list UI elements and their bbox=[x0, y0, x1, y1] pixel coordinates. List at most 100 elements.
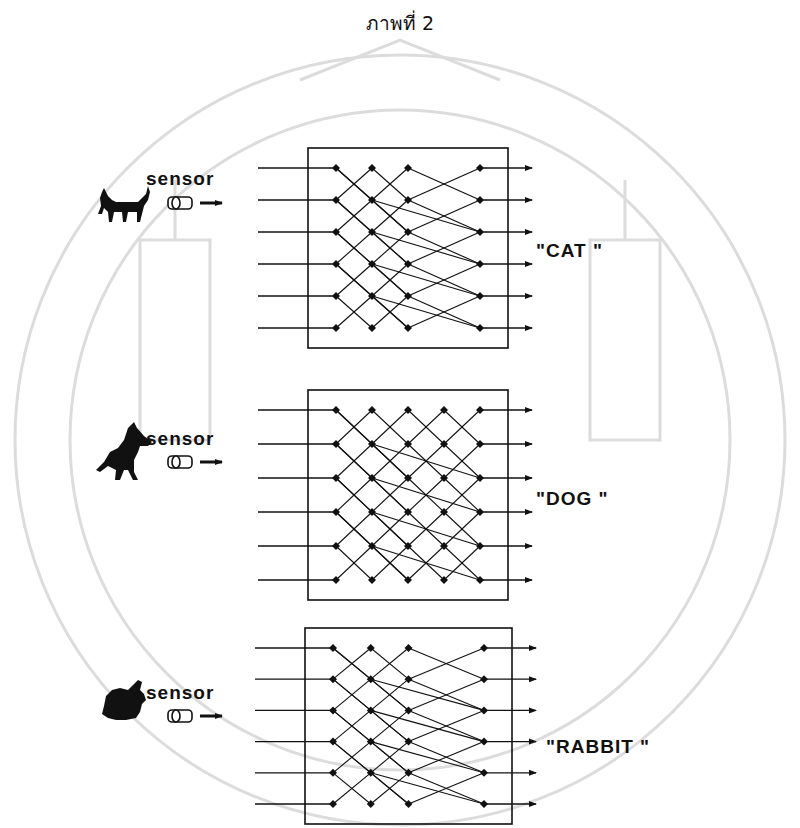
neuron-dot bbox=[405, 675, 413, 683]
network-stroke bbox=[371, 679, 484, 710]
output-arrow bbox=[480, 409, 532, 410]
network-stroke bbox=[258, 231, 336, 232]
dog-silhouette bbox=[96, 422, 152, 480]
sensor-icon bbox=[168, 456, 192, 468]
network-stroke bbox=[408, 168, 480, 200]
neuron-dot bbox=[329, 644, 337, 652]
neuron-dot bbox=[404, 292, 412, 300]
network-stroke bbox=[371, 648, 409, 679]
neuron-dot bbox=[440, 440, 448, 448]
network-stroke bbox=[372, 296, 480, 328]
output-label: "RABBIT " bbox=[546, 736, 650, 758]
output-label: "CAT " bbox=[536, 240, 603, 262]
neuron-dot bbox=[440, 406, 448, 414]
network-stroke bbox=[255, 803, 333, 804]
output-arrow bbox=[480, 295, 532, 296]
sensor-label: sensor bbox=[146, 682, 214, 704]
neuron-dot bbox=[405, 738, 413, 746]
network-stroke bbox=[409, 773, 485, 804]
network-stroke bbox=[371, 648, 409, 679]
neuron-dot bbox=[440, 474, 448, 482]
sensor-icon bbox=[172, 197, 180, 209]
neuron-dot bbox=[405, 706, 413, 714]
neuron-dot bbox=[404, 406, 412, 414]
neuron-dot bbox=[404, 440, 412, 448]
network-stroke bbox=[371, 710, 484, 741]
neuron-dot bbox=[404, 542, 412, 550]
output-arrow bbox=[480, 263, 532, 264]
neuron-dot bbox=[332, 324, 340, 332]
network-stroke bbox=[255, 772, 333, 773]
neuron-dot bbox=[440, 508, 448, 516]
neuron-dot bbox=[476, 228, 484, 236]
figure-title: ภาพที่ 2 bbox=[366, 8, 434, 38]
network-stroke bbox=[408, 410, 444, 444]
network-stroke bbox=[409, 648, 485, 679]
watermark-seal bbox=[15, 40, 785, 825]
network-stroke bbox=[258, 327, 336, 328]
neuron-dot bbox=[404, 164, 412, 172]
neuron-dot bbox=[404, 260, 412, 268]
network-stroke bbox=[409, 679, 485, 710]
neuron-dot bbox=[367, 706, 375, 714]
neuron-dot bbox=[404, 474, 412, 482]
neuron-dot bbox=[440, 542, 448, 550]
neuron-dot bbox=[476, 260, 484, 268]
neuron-dot bbox=[332, 260, 340, 268]
network-stroke bbox=[336, 512, 408, 580]
neuron-dot bbox=[480, 769, 488, 777]
network-stroke bbox=[336, 444, 408, 512]
sensor-label: sensor bbox=[146, 428, 214, 450]
neuron-dot bbox=[332, 406, 340, 414]
sensor-icon bbox=[168, 197, 192, 209]
network-stroke bbox=[409, 648, 485, 679]
network-stroke bbox=[258, 167, 336, 168]
network-stroke bbox=[258, 477, 336, 478]
network-stroke bbox=[333, 773, 371, 804]
network-stroke bbox=[408, 200, 480, 232]
neuron-dot bbox=[480, 738, 488, 746]
neuron-dot bbox=[332, 542, 340, 550]
neuron-dot bbox=[368, 508, 376, 516]
neuron-dot bbox=[329, 800, 337, 808]
network-stroke bbox=[408, 296, 480, 328]
cat-silhouette bbox=[98, 186, 150, 222]
network-stroke bbox=[408, 232, 480, 264]
network-stroke bbox=[258, 263, 336, 264]
neuron-dot bbox=[368, 542, 376, 550]
network-stroke bbox=[255, 647, 333, 648]
neuron-dot bbox=[332, 228, 340, 236]
neuron-dot bbox=[332, 576, 340, 584]
network-stroke bbox=[371, 773, 484, 804]
sensor-group bbox=[168, 197, 222, 722]
neuron-dot bbox=[367, 675, 375, 683]
rabbit-silhouette bbox=[102, 680, 146, 720]
neuron-dot bbox=[480, 706, 488, 714]
neuron-dot bbox=[332, 164, 340, 172]
network-stroke bbox=[336, 546, 372, 580]
neuron-dot bbox=[329, 675, 337, 683]
neuron-dot bbox=[367, 644, 375, 652]
sensor-arrow bbox=[200, 202, 222, 205]
neuron-dot bbox=[476, 292, 484, 300]
neuron-dot bbox=[476, 440, 484, 448]
output-arrow bbox=[484, 710, 536, 711]
network-stroke bbox=[333, 710, 409, 772]
neuron-dot bbox=[329, 769, 337, 777]
network-stroke bbox=[333, 679, 409, 741]
network-stroke bbox=[409, 742, 485, 773]
network-stroke bbox=[372, 168, 408, 200]
output-label: "DOG " bbox=[536, 488, 609, 510]
neuron-dot bbox=[476, 406, 484, 414]
neuron-dot bbox=[476, 576, 484, 584]
network-group bbox=[255, 148, 536, 824]
network-stroke bbox=[444, 410, 480, 444]
network-stroke bbox=[336, 232, 408, 296]
network-stroke bbox=[408, 168, 480, 200]
output-arrow bbox=[480, 199, 532, 200]
sensor-icon bbox=[168, 710, 192, 722]
network-stroke bbox=[372, 478, 480, 512]
network-stroke bbox=[336, 200, 408, 264]
output-arrow bbox=[480, 443, 532, 444]
